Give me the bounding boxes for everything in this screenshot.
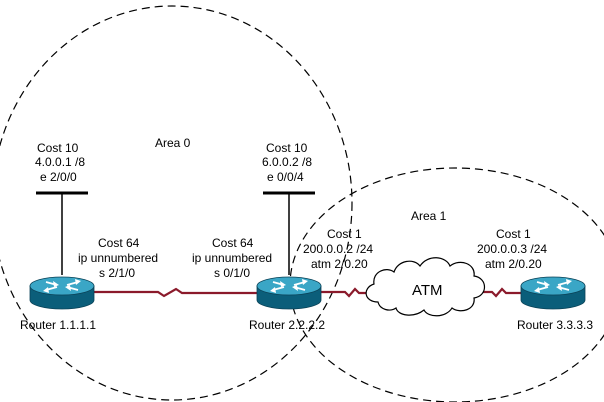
atm-link-r2-cloud xyxy=(321,287,372,298)
lan-segment-left xyxy=(36,191,88,275)
router-icon-r3 xyxy=(520,276,586,310)
atm-r3-cost: Cost 1 xyxy=(496,227,531,241)
lan-left-interface: e 2/0/0 xyxy=(40,170,77,184)
area-0-label: Area 0 xyxy=(155,136,191,150)
lan-middle-cost: Cost 10 xyxy=(266,141,308,155)
atm-r3-interface: atm 2/0.20 xyxy=(485,257,542,271)
lan-middle-interface: e 0/0/4 xyxy=(267,170,304,184)
lan-left-cost: Cost 10 xyxy=(37,141,79,155)
link-r1-cost: Cost 64 xyxy=(98,236,140,250)
atm-r2-address: 200.0.0.2 /24 xyxy=(303,242,373,256)
link-r1-interface: s 2/1/0 xyxy=(99,266,135,280)
router-label-r3: Router 3.3.3.3 xyxy=(517,318,593,332)
router-icon-r1 xyxy=(29,276,95,310)
lan-left-address: 4.0.0.1 /8 xyxy=(35,155,85,169)
atm-link-cloud-r3 xyxy=(480,287,526,298)
cloud-label: ATM xyxy=(412,282,443,299)
atm-r2-cost: Cost 1 xyxy=(327,227,362,241)
serial-link-r1-r2 xyxy=(94,287,258,298)
link-r1-type: ip unnumbered xyxy=(78,251,158,265)
router-label-r2: Router 2.2.2.2 xyxy=(249,318,325,332)
link-r2-interface: s 0/1/0 xyxy=(214,266,250,280)
router-label-r1: Router 1.1.1.1 xyxy=(20,318,96,332)
area-0-boundary xyxy=(0,5,353,401)
atm-r3-address: 200.0.0.3 /24 xyxy=(477,242,547,256)
link-r2-type: ip unnumbered xyxy=(192,251,272,265)
area-1-label: Area 1 xyxy=(411,209,447,223)
atm-r2-interface: atm 2/0.20 xyxy=(311,257,368,271)
link-r2-cost: Cost 64 xyxy=(212,236,254,250)
cloud-icon xyxy=(365,257,486,317)
lan-segment-middle xyxy=(263,191,315,275)
router-icon-r2 xyxy=(256,276,322,310)
lan-middle-address: 6.0.0.2 /8 xyxy=(262,155,312,169)
